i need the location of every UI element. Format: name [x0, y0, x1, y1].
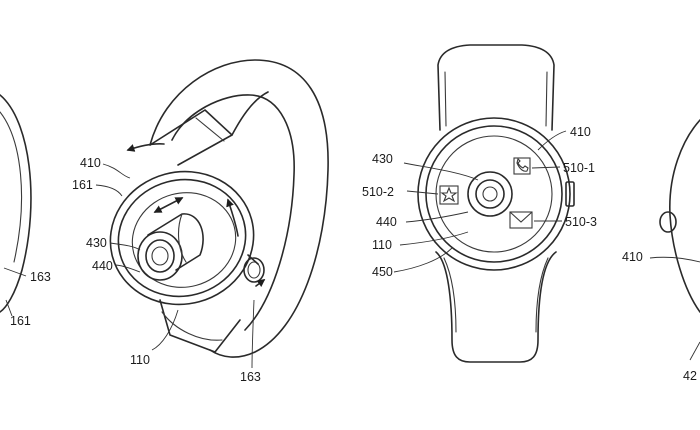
- watch-front-view: [393, 44, 575, 363]
- label-450: 450: [372, 265, 393, 279]
- label-440: 440: [376, 215, 397, 229]
- label-440: 440: [92, 259, 113, 273]
- label-410: 410: [80, 156, 101, 170]
- label-163: 163: [30, 270, 51, 284]
- partial-watch-left: [0, 94, 32, 317]
- double-headed-arrow-icon: [226, 198, 239, 237]
- label-410: 410: [622, 250, 643, 264]
- double-headed-arrow-icon: [247, 254, 264, 286]
- watch-perspective-view: [95, 59, 329, 369]
- double-headed-arrow-icon: [126, 143, 165, 152]
- phone-icon: [513, 157, 531, 175]
- envelope-icon: [509, 211, 533, 229]
- label-410: 410: [570, 125, 591, 139]
- label-110: 110: [130, 353, 150, 367]
- label-510-2: 510-2: [362, 185, 394, 199]
- label-161: 161: [10, 314, 31, 328]
- label-430: 430: [372, 152, 393, 166]
- label-510-1: 510-1: [563, 161, 595, 175]
- double-headed-arrow-icon: [153, 197, 184, 213]
- label-42: 42: [683, 369, 697, 383]
- label-510-3: 510-3: [565, 215, 597, 229]
- label-110: 110: [372, 238, 392, 252]
- label-161: 161: [72, 178, 93, 192]
- partial-watch-right: [649, 119, 700, 361]
- reference-labels: 163 161 410 161 430 440 110 163 410 430 …: [10, 125, 697, 384]
- label-430: 430: [86, 236, 107, 250]
- star-icon: [439, 185, 459, 205]
- label-163: 163: [240, 370, 261, 384]
